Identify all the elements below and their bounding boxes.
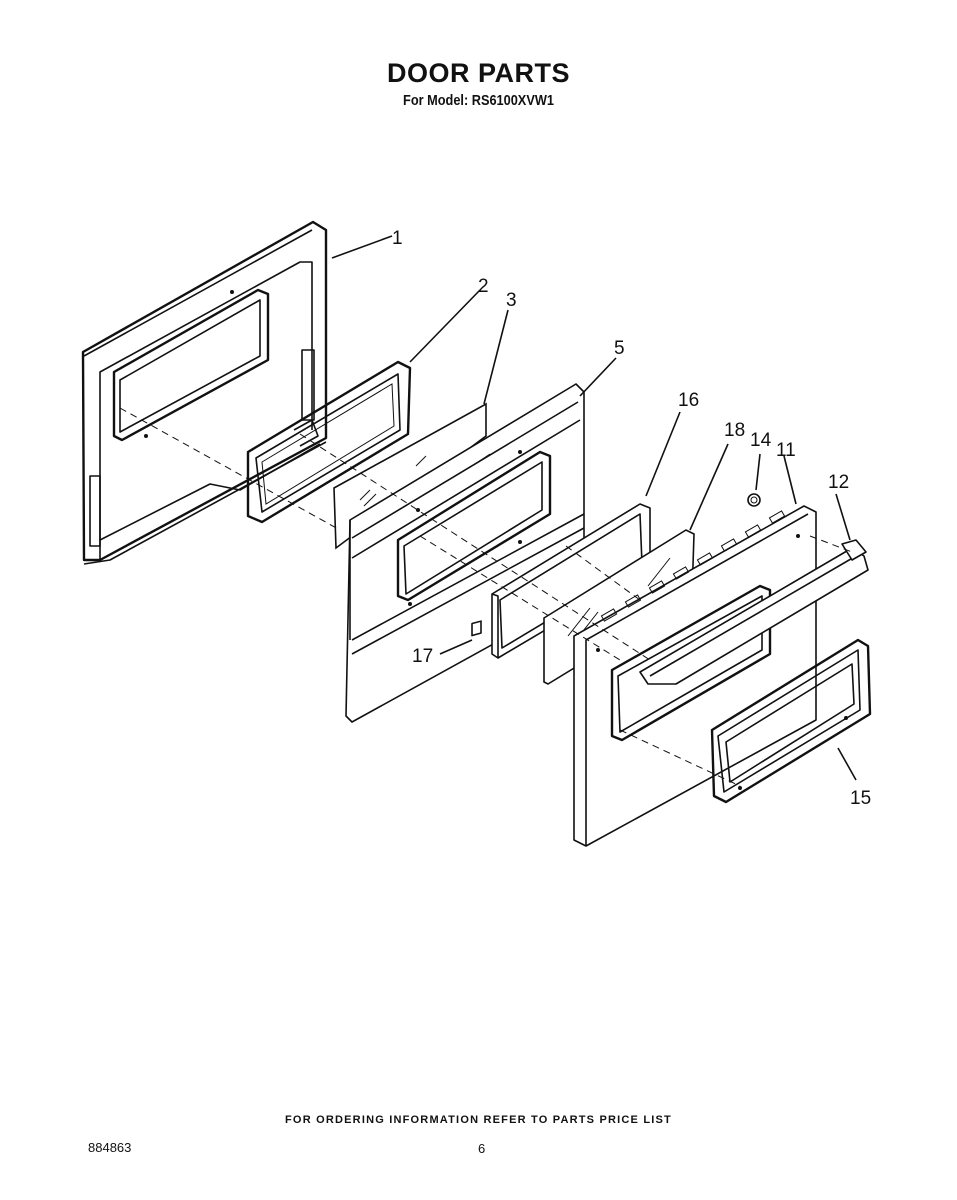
part-11-door-liner bbox=[573, 505, 817, 847]
model-subtitle: For Model: RS6100XVW1 bbox=[403, 92, 554, 109]
leader-lines bbox=[331, 235, 857, 781]
ordering-note: FOR ORDERING INFORMATION REFER TO PARTS … bbox=[285, 1114, 672, 1126]
callout-1: 1 bbox=[392, 228, 403, 249]
part-17-clip bbox=[471, 620, 482, 637]
callout-2: 2 bbox=[478, 276, 489, 297]
callout-17: 17 bbox=[412, 646, 433, 667]
part-2-window-gasket bbox=[246, 360, 412, 524]
callout-16: 16 bbox=[678, 390, 699, 411]
callout-15: 15 bbox=[850, 788, 871, 809]
part-15-window-trim bbox=[710, 638, 872, 804]
callout-3: 3 bbox=[506, 290, 517, 311]
part-1-outer-door-panel bbox=[81, 220, 328, 565]
part-5-inner-door-panel bbox=[345, 383, 585, 723]
callout-18: 18 bbox=[724, 420, 745, 441]
document-number: 884863 bbox=[88, 1140, 132, 1155]
callout-11: 11 bbox=[776, 440, 796, 461]
page-title: DOOR PARTS bbox=[386, 58, 570, 88]
callout-14: 14 bbox=[750, 430, 772, 451]
part-12-door-handle bbox=[639, 539, 869, 685]
part-14-screw bbox=[747, 493, 761, 507]
page-number: 6 bbox=[478, 1141, 486, 1156]
explode-lines bbox=[119, 407, 853, 787]
callout-5: 5 bbox=[614, 338, 625, 359]
callout-12: 12 bbox=[828, 472, 849, 493]
